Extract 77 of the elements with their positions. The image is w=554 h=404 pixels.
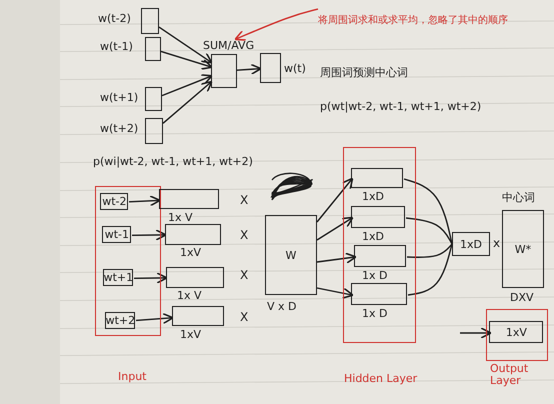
word-box [489, 321, 544, 344]
arrow [136, 312, 174, 324]
note-text: 周围词预测中心词 [320, 65, 408, 80]
arrow [160, 50, 213, 70]
arrow [234, 8, 318, 41]
multiply-sign: X [240, 268, 248, 282]
note-text: 将周围词求和或求平均，忽略了其中的顺序 [318, 4, 508, 38]
node-caption: 1xD [362, 230, 384, 243]
multiply-sign: X [240, 310, 248, 324]
empty-box [165, 224, 221, 245]
note-text: p(wi|wt-2, wt-1, wt+1, wt+2) [93, 155, 253, 168]
arrow [316, 252, 357, 264]
note-text: p(wt|wt-2, wt-1, wt+1, wt+2) [320, 100, 482, 113]
layer-label: Input [118, 370, 146, 383]
box-label: wt+2 [106, 314, 136, 328]
layer-label: Output Layer [490, 363, 530, 388]
connector-line [404, 178, 453, 244]
empty-box [166, 267, 224, 288]
empty-box [159, 189, 219, 209]
connector-line [408, 244, 453, 296]
multiply-sign: X [240, 228, 248, 242]
arrow [316, 177, 354, 222]
node-caption: V x D [267, 300, 296, 313]
arrow [162, 74, 213, 96]
arrow [460, 327, 492, 339]
node-caption: 1xD [362, 190, 384, 203]
layer-frame [486, 309, 548, 361]
empty-box [211, 54, 237, 88]
layer-label: Hidden Layer [344, 372, 418, 385]
word-box [452, 232, 490, 256]
layer-frame [95, 186, 161, 336]
node-caption: 1x V [177, 289, 202, 302]
node-caption: 1x D [362, 307, 388, 320]
empty-box [145, 87, 162, 111]
box-label: 1xV [506, 326, 527, 339]
box-label: wt-2 [102, 195, 127, 208]
node-caption: 1xV [180, 246, 202, 259]
empty-box [172, 306, 224, 326]
multiply-sign: x [493, 236, 500, 250]
layer-frame [343, 147, 416, 343]
multiply-sign: X [240, 193, 248, 207]
box-label: W* [514, 242, 532, 256]
box-label: wt-1 [104, 228, 130, 242]
node-caption: DXV [510, 291, 534, 304]
empty-box [145, 118, 163, 144]
connector-line [406, 244, 453, 258]
empty-box [260, 53, 281, 83]
empty-box [351, 283, 408, 306]
node-caption: w(t) [284, 62, 306, 75]
connector-line [406, 217, 453, 244]
empty-box [145, 37, 161, 61]
arrow [128, 195, 161, 207]
arrow [162, 80, 213, 124]
node-caption: w(t-2) [98, 12, 131, 25]
arrow [236, 64, 262, 75]
node-caption: 中心词 [502, 190, 535, 205]
node-caption: w(t+2) [100, 122, 138, 135]
node-caption: w(t-1) [100, 40, 133, 53]
empty-box [141, 8, 159, 34]
arrow [158, 26, 213, 64]
empty-box [354, 245, 406, 268]
arrow [316, 216, 354, 241]
node-caption: 1x D [362, 269, 388, 282]
node-caption: 1xV [180, 328, 202, 341]
empty-box [351, 206, 406, 228]
node-caption: w(t+1) [100, 91, 138, 104]
node-caption: SUM/AVG [203, 39, 254, 52]
matrix-box [502, 210, 544, 288]
arrow [316, 287, 354, 299]
box-label: 1xD [460, 238, 482, 250]
empty-box [351, 168, 404, 188]
matrix-box [265, 215, 317, 295]
arrow [134, 272, 168, 284]
box-label: wt+1 [104, 271, 134, 284]
arrow [132, 229, 167, 241]
node-caption: 1x V [168, 211, 193, 224]
box-label: W [286, 248, 296, 262]
